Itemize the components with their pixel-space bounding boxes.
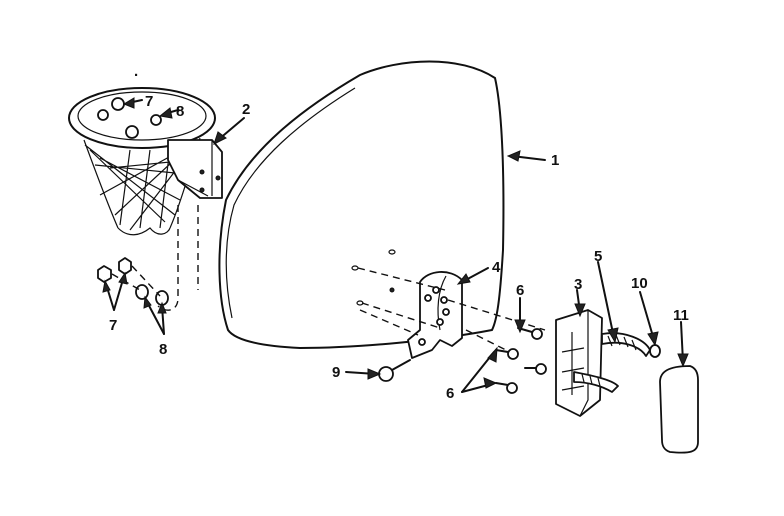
callout-3: 3 (574, 276, 582, 293)
carriage-bolts (495, 327, 547, 394)
callout-10: 10 (631, 275, 648, 292)
svg-text:.: . (134, 63, 138, 80)
end-cap (649, 344, 661, 358)
callout-4: 4 (492, 259, 501, 276)
callout-2: 2 (242, 101, 250, 118)
mounting-plate (407, 271, 463, 359)
callout-7-rim: 7 (145, 93, 153, 110)
callout-1: 1 (551, 152, 559, 169)
alignment-line-1 (357, 267, 446, 291)
callout-5: 5 (594, 248, 602, 265)
callout-8-rim: 8 (176, 103, 184, 120)
pole-bracket (555, 309, 603, 417)
alignment-line-4 (447, 299, 546, 331)
loose-hardware (97, 257, 169, 306)
alignment-line-3 (359, 309, 419, 336)
callout-6-bottom: 6 (446, 385, 454, 402)
alignment-line-5 (465, 329, 511, 353)
callout-11: 11 (673, 307, 689, 324)
alignment-line-2 (361, 302, 441, 329)
callout-8-loose: 8 (159, 341, 167, 358)
leader-lines (102, 97, 689, 393)
callout-9: 9 (332, 364, 340, 381)
rim-bracket (167, 139, 223, 199)
bracket-pad (659, 365, 699, 454)
pin (378, 359, 411, 382)
callout-6-top: 6 (516, 282, 524, 299)
rim-and-net: . (68, 63, 216, 236)
backboard (218, 60, 505, 349)
callout-7-loose: 7 (109, 317, 117, 334)
